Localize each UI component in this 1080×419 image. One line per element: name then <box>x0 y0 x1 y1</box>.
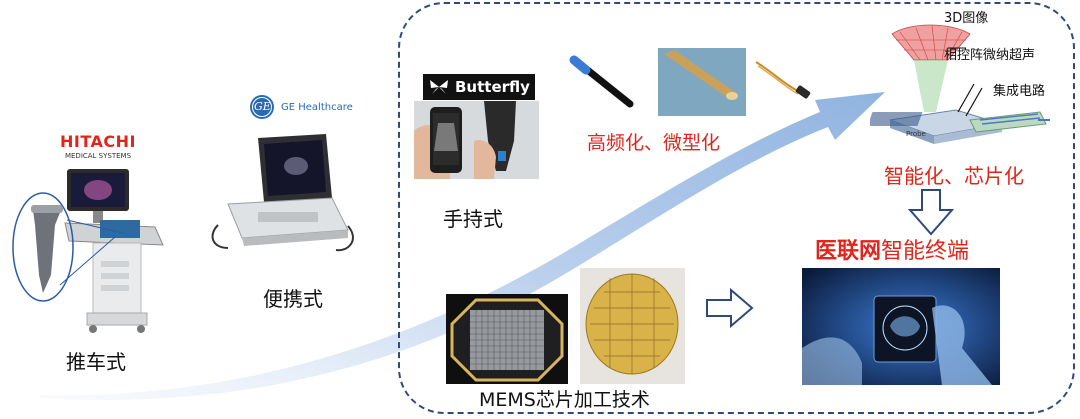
butterfly-logo: Butterfly <box>423 74 535 100</box>
future-trends-frame <box>398 2 1075 414</box>
probe-chip-label: Probe <box>906 130 926 138</box>
micro-probe-wired-image <box>755 61 811 99</box>
label-phased-array: 相控阵微纳超声 <box>944 48 1036 63</box>
label-3d-image: 3D图像 <box>944 11 989 26</box>
micro-probe-blue-image <box>569 55 634 108</box>
mems-wafer-gold-image <box>580 268 685 384</box>
ge-monogram-text: GE <box>254 100 271 113</box>
ge-monogram-icon <box>250 95 274 119</box>
label-portable-type: 便携式 <box>263 287 323 311</box>
label-iomt-rest: 智能终端 <box>881 239 970 264</box>
hitachi-logo: HITACHI MEDICAL SYSTEMS <box>53 132 143 160</box>
label-iomt-bold: 医联网 <box>815 239 882 264</box>
hitachi-subtitle: MEDICAL SYSTEMS <box>64 152 132 160</box>
right-arrow-icon <box>706 288 754 328</box>
hitachi-wordmark: HITACHI <box>60 132 136 151</box>
down-arrow-icon <box>907 189 955 236</box>
ge-healthcare-logo: GE GE Healthcare <box>249 94 353 120</box>
label-handheld-type: 手持式 <box>443 207 503 231</box>
mems-wafer-grid-image <box>446 294 568 384</box>
label-mems-process: MEMS芯片加工技术 <box>479 389 650 411</box>
butterfly-wordmark: Butterfly <box>455 78 530 96</box>
label-iomt-terminal: 医联网智能终端 <box>815 233 969 265</box>
phased-array-chip-diagram <box>870 24 1050 144</box>
label-cart-type: 推车式 <box>66 350 126 374</box>
ge-wordmark: GE Healthcare <box>281 101 353 113</box>
smart-terminal-image <box>802 268 1000 385</box>
label-intelligent-chip: 智能化、芯片化 <box>884 164 1024 188</box>
label-high-frequency: 高频化、微型化 <box>587 132 721 154</box>
cart-ultrasound-image <box>12 169 164 333</box>
butterfly-icon <box>430 80 448 94</box>
label-integrated-circuit: 集成电路 <box>993 84 1046 99</box>
micro-probe-tube-image <box>658 48 746 116</box>
handheld-device-image <box>414 101 539 179</box>
portable-ultrasound-image <box>211 134 354 252</box>
